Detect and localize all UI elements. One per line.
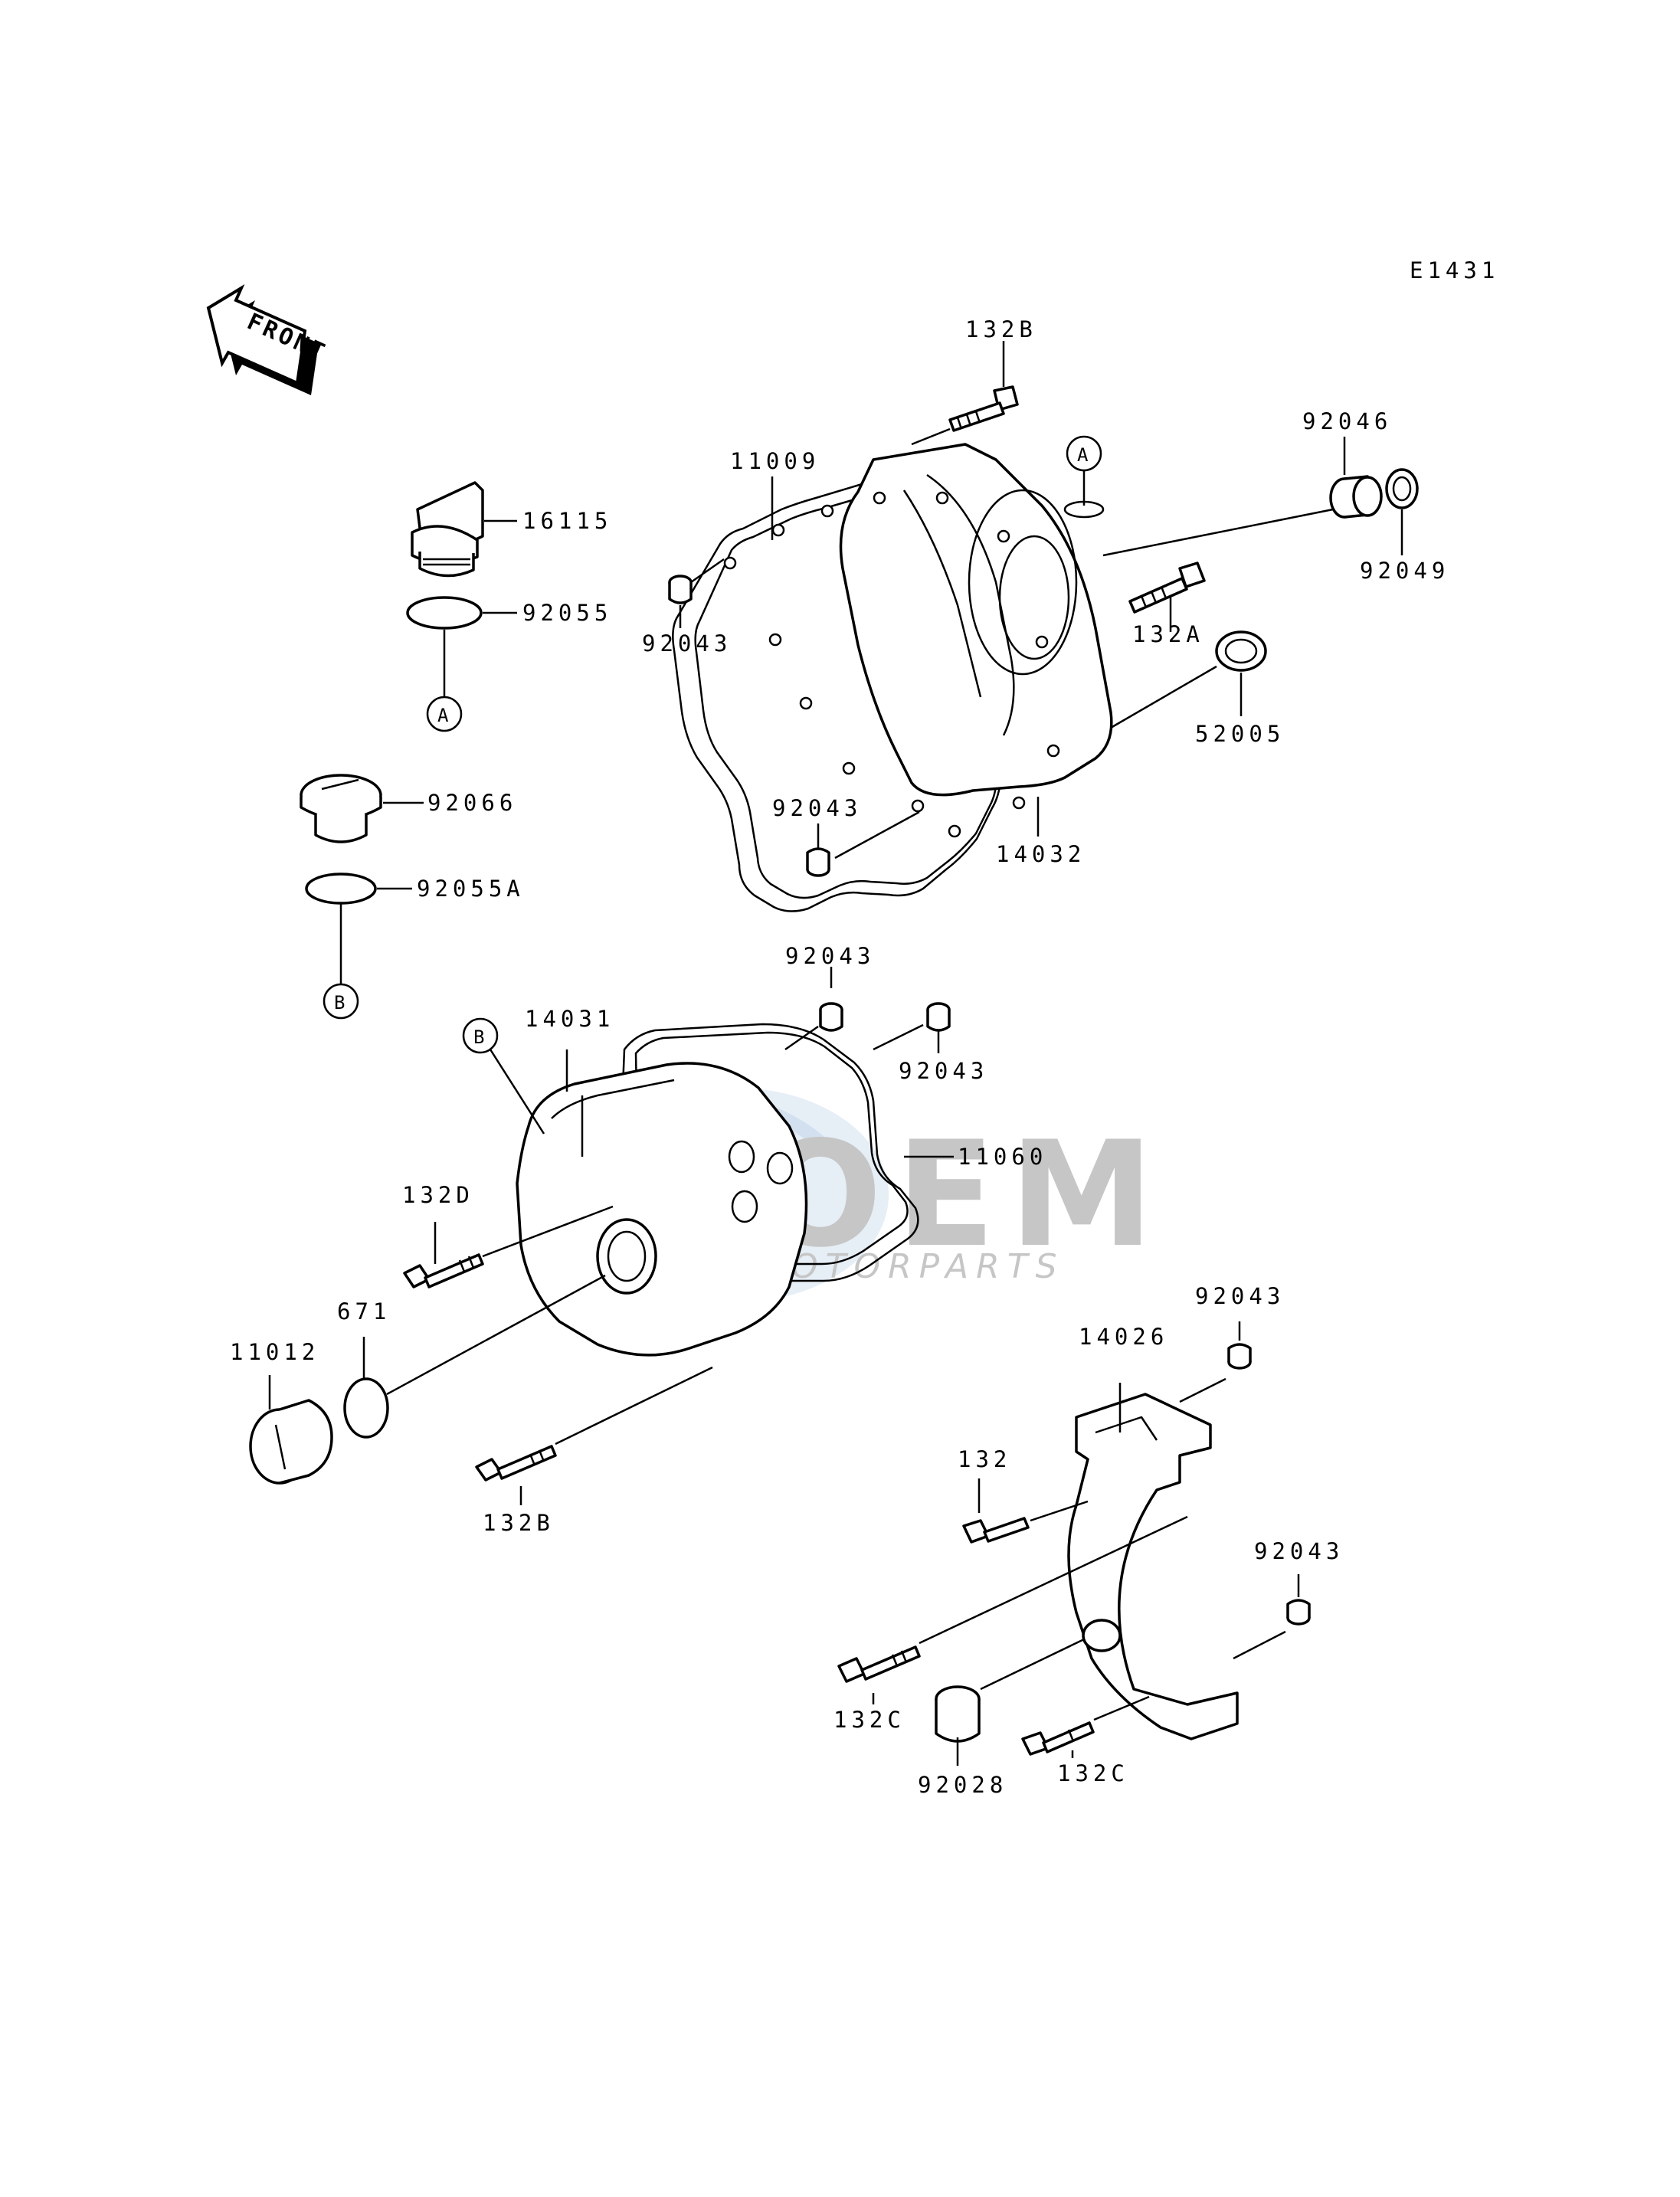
bolt-132D [403,1253,484,1288]
watermark-brand: OEM [758,1110,1167,1279]
ref-marker-a-cover [1066,435,1102,472]
plug-11012 [249,1399,333,1485]
dowel-92043-d [926,1002,951,1032]
bolt-132B-top [948,385,1019,432]
svg-text:B: B [473,1026,484,1048]
label-92028: 92028 [918,1772,1007,1798]
dowel-92043-f [1286,1599,1311,1626]
bolt-132B-bottom [475,1445,557,1482]
label-92043-c: 92043 [785,943,875,969]
label-92055: 92055 [522,600,612,626]
o-ring-92055 [406,596,483,630]
ref-marker-a-left [426,696,463,732]
watermark-subtext: MOTORPARTS [755,1247,1065,1286]
label-11009: 11009 [730,448,820,474]
label-132B-top: 132B [965,316,1037,342]
label-16115: 16115 [522,508,612,534]
clutch-cover-14032 [839,443,1113,797]
bolt-132 [962,1517,1030,1544]
label-132A: 132A [1132,621,1204,647]
label-132C-left: 132C [833,1707,905,1733]
label-11012: 11012 [230,1339,319,1365]
svg-text:B: B [334,992,345,1013]
o-ring-671 [343,1377,389,1439]
bolt-132A [1128,562,1206,614]
label-92043-e: 92043 [1195,1283,1285,1309]
label-92043-a: 92043 [642,630,732,656]
o-ring-92055A [305,873,377,905]
gasket-bolt-holes [723,491,1060,838]
dowel-92043-a [668,575,693,604]
ref-marker-b-left [323,983,359,1020]
collar-92028 [935,1685,981,1743]
label-14026: 14026 [1079,1324,1168,1350]
seal-52005 [1215,630,1267,672]
diagram-code: E1431 [1410,257,1499,283]
oil-filler-cap-16115 [411,481,484,578]
label-92043-f: 92043 [1254,1538,1344,1564]
bearing-92046 [1329,475,1383,519]
generator-cover-14031 [516,1062,808,1357]
dowel-92043-b [806,847,830,877]
label-92043-d: 92043 [899,1058,988,1084]
label-92043-b: 92043 [772,795,862,821]
label-14031: 14031 [525,1006,614,1032]
label-132D: 132D [402,1182,474,1208]
label-52005: 52005 [1195,721,1285,747]
label-92055A: 92055A [417,876,525,902]
ref-marker-b-cover [462,1017,499,1054]
svg-text:A: A [437,705,449,726]
front-arrow-icon: FRONT [206,284,331,395]
label-14032: 14032 [996,841,1086,867]
dowel-92043-e [1227,1343,1252,1370]
seal-92049 [1385,468,1419,509]
label-92066: 92066 [427,790,517,816]
dowel-92043-c [819,1002,843,1032]
label-132C-right: 132C [1057,1760,1129,1786]
label-11060: 11060 [958,1144,1047,1170]
label-132B-bottom: 132B [483,1510,555,1536]
bracket-14026 [1067,1393,1239,1740]
label-92049: 92049 [1360,558,1449,584]
label-92046: 92046 [1302,408,1392,434]
svg-text:A: A [1077,444,1089,466]
bolt-132C-left [837,1645,921,1683]
label-132: 132 [958,1446,1011,1472]
bolt-132C-right [1021,1721,1095,1756]
plug-92066 [300,774,382,843]
label-671: 671 [337,1298,391,1324]
